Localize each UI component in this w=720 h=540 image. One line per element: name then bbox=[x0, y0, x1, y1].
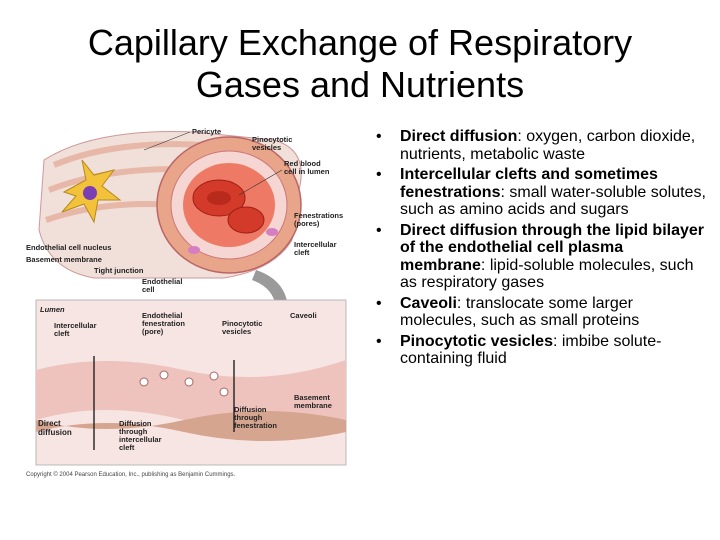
svg-text:(pore): (pore) bbox=[142, 327, 164, 336]
svg-text:Pinocytotic: Pinocytotic bbox=[222, 319, 262, 328]
svg-text:intercellular: intercellular bbox=[119, 435, 162, 444]
capillary-exchange-figure: Pericyte Pinocytotic vesicles Red blood … bbox=[24, 120, 360, 480]
bullet-text: : oxygen, carbon dioxide, nutrients, met… bbox=[400, 128, 696, 163]
svg-text:Pericyte: Pericyte bbox=[192, 127, 221, 136]
svg-text:Intercellular: Intercellular bbox=[54, 321, 97, 330]
svg-text:cleft: cleft bbox=[294, 248, 310, 257]
bullet-text: : translocate some larger molecules, suc… bbox=[400, 294, 640, 330]
bullet-intercellular-clefts: • Intercellular clefts and sometimes fen… bbox=[370, 166, 710, 219]
bullet-dot: • bbox=[376, 332, 382, 350]
svg-text:fenestration: fenestration bbox=[234, 421, 277, 430]
svg-text:membrane: membrane bbox=[294, 401, 332, 410]
red-blood-cell bbox=[227, 206, 265, 234]
svg-text:Red blood: Red blood bbox=[284, 159, 321, 168]
svg-text:Copyright © 2004 Pearson Educa: Copyright © 2004 Pearson Education, Inc.… bbox=[26, 471, 236, 478]
svg-text:vesicles: vesicles bbox=[252, 143, 281, 152]
bullet-term: Intercellular clefts and sometimes fenes… bbox=[400, 166, 658, 201]
svg-text:Basement: Basement bbox=[294, 393, 330, 402]
bullet-lipid-bilayer: • Direct diffusion through the lipid bil… bbox=[370, 222, 710, 292]
bullet-text: : imbibe solute-containing fluid bbox=[400, 332, 662, 368]
svg-text:through: through bbox=[234, 413, 263, 422]
svg-text:Intercellular: Intercellular bbox=[294, 240, 337, 249]
svg-text:cleft: cleft bbox=[54, 329, 70, 338]
bullet-dot: • bbox=[376, 294, 382, 312]
svg-text:Endothelial: Endothelial bbox=[142, 277, 182, 286]
bullet-text: : small water-soluble solutes, such as a… bbox=[400, 183, 706, 219]
svg-text:cell in lumen: cell in lumen bbox=[284, 167, 330, 176]
svg-text:Tight junction: Tight junction bbox=[94, 266, 144, 275]
bullet-term: Caveoli bbox=[400, 294, 457, 312]
svg-text:Caveoli: Caveoli bbox=[290, 311, 317, 320]
bullet-dot: • bbox=[376, 166, 382, 183]
slide-title: Capillary Exchange of Respiratory Gases … bbox=[0, 22, 720, 106]
bullet-pinocytotic-vesicles: • Pinocytotic vesicles: imbibe solute-co… bbox=[370, 333, 710, 368]
bullet-dot: • bbox=[376, 128, 382, 145]
svg-text:vesicles: vesicles bbox=[222, 327, 251, 336]
svg-text:Fenestrations: Fenestrations bbox=[294, 211, 343, 220]
bullet-dot: • bbox=[376, 221, 382, 239]
svg-text:fenestration: fenestration bbox=[142, 319, 185, 328]
svg-text:through: through bbox=[119, 427, 148, 436]
svg-text:Basement membrane: Basement membrane bbox=[26, 255, 102, 264]
svg-text:(pores): (pores) bbox=[294, 219, 320, 228]
top-labels: Pericyte Pinocytotic vesicles Red blood … bbox=[26, 127, 343, 294]
svg-text:Endothelial cell nucleus: Endothelial cell nucleus bbox=[26, 243, 111, 252]
svg-text:Diffusion: Diffusion bbox=[119, 419, 152, 428]
bullet-list: • Direct diffusion: oxygen, carbon dioxi… bbox=[370, 128, 710, 371]
svg-text:cell: cell bbox=[142, 285, 155, 294]
bullet-direct-diffusion: • Direct diffusion: oxygen, carbon dioxi… bbox=[370, 128, 710, 163]
title-line-1: Capillary Exchange of Respiratory bbox=[87, 22, 633, 63]
svg-text:diffusion: diffusion bbox=[38, 428, 72, 437]
svg-text:Diffusion: Diffusion bbox=[234, 405, 267, 414]
svg-text:cleft: cleft bbox=[119, 443, 135, 452]
svg-text:Pinocytotic: Pinocytotic bbox=[252, 135, 292, 144]
svg-text:Direct: Direct bbox=[38, 419, 61, 428]
cross-section-panel: Lumen Intercellular cleft Endothelial fe… bbox=[26, 299, 347, 478]
bullet-caveoli: • Caveoli: translocate some larger molec… bbox=[370, 295, 710, 330]
bullet-term: Direct diffusion bbox=[400, 128, 518, 145]
bullet-text: : lipid-soluble molecules, such as respi… bbox=[400, 256, 694, 292]
bullet-term: Pinocytotic vesicles bbox=[400, 332, 553, 350]
svg-text:Lumen: Lumen bbox=[40, 305, 65, 314]
title-line-2: Gases and Nutrients bbox=[195, 64, 525, 105]
svg-text:Endothelial: Endothelial bbox=[142, 311, 182, 320]
bullet-term: Direct diffusion through the lipid bilay… bbox=[400, 221, 705, 274]
